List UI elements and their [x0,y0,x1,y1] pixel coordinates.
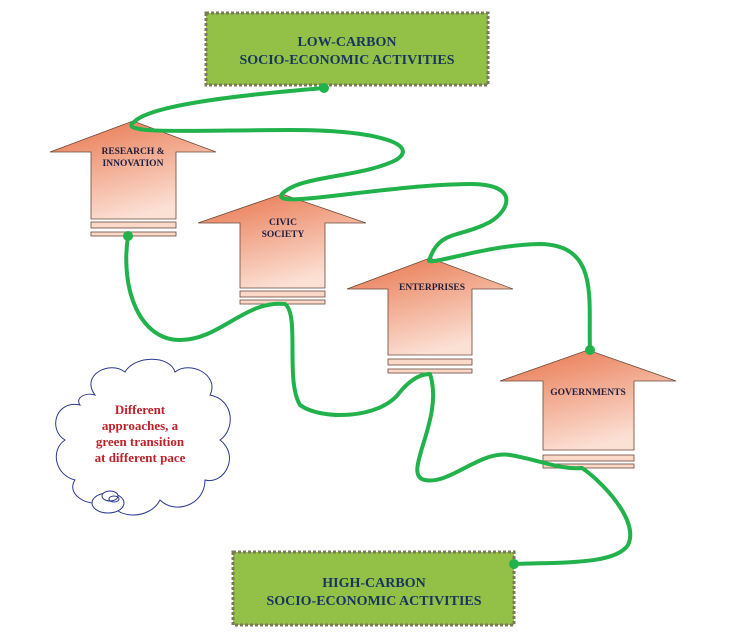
arrow-civic-society: CIVIC SOCIETY [197,193,367,305]
transition-path [124,86,633,566]
cloud-line3: green transition [96,434,185,449]
high-carbon-box: HIGH-CARBON SOCIO-ECONOMIC ACTIVITIES [231,550,516,627]
dot-governments [585,345,595,355]
high-carbon-title: HIGH-CARBON [322,576,425,591]
arrow-governments: GOVERNMENTS [499,349,677,469]
cloud-line4: at different pace [95,450,186,465]
civic-label-line2: SOCIETY [262,230,305,240]
dot-research [123,231,133,241]
dot-low-carbon [319,83,329,93]
civic-label-line1: CIVIC [269,218,297,228]
governments-label: GOVERNMENTS [550,388,625,398]
high-carbon-subtitle: SOCIO-ECONOMIC ACTIVITIES [266,594,481,609]
enterprises-label: ENTERPRISES [399,283,465,293]
low-carbon-title: LOW-CARBON [297,35,396,50]
arrow-enterprises: ENTERPRISES [346,257,514,374]
low-carbon-box: LOW-CARBON SOCIO-ECONOMIC ACTIVITIES [204,11,490,87]
research-label-line1: RESEARCH & [101,147,164,157]
thought-cloud: Different approaches, a green transition… [55,358,231,516]
arrow-research-innovation: RESEARCH & INNOVATION [49,120,217,237]
research-label-line2: INNOVATION [103,159,164,169]
cloud-line2: approaches, a [102,418,179,433]
path-dots [123,83,595,569]
low-carbon-subtitle: SOCIO-ECONOMIC ACTIVITIES [239,53,454,68]
cloud-line1: Different [115,402,166,417]
dot-high-carbon [509,559,519,569]
